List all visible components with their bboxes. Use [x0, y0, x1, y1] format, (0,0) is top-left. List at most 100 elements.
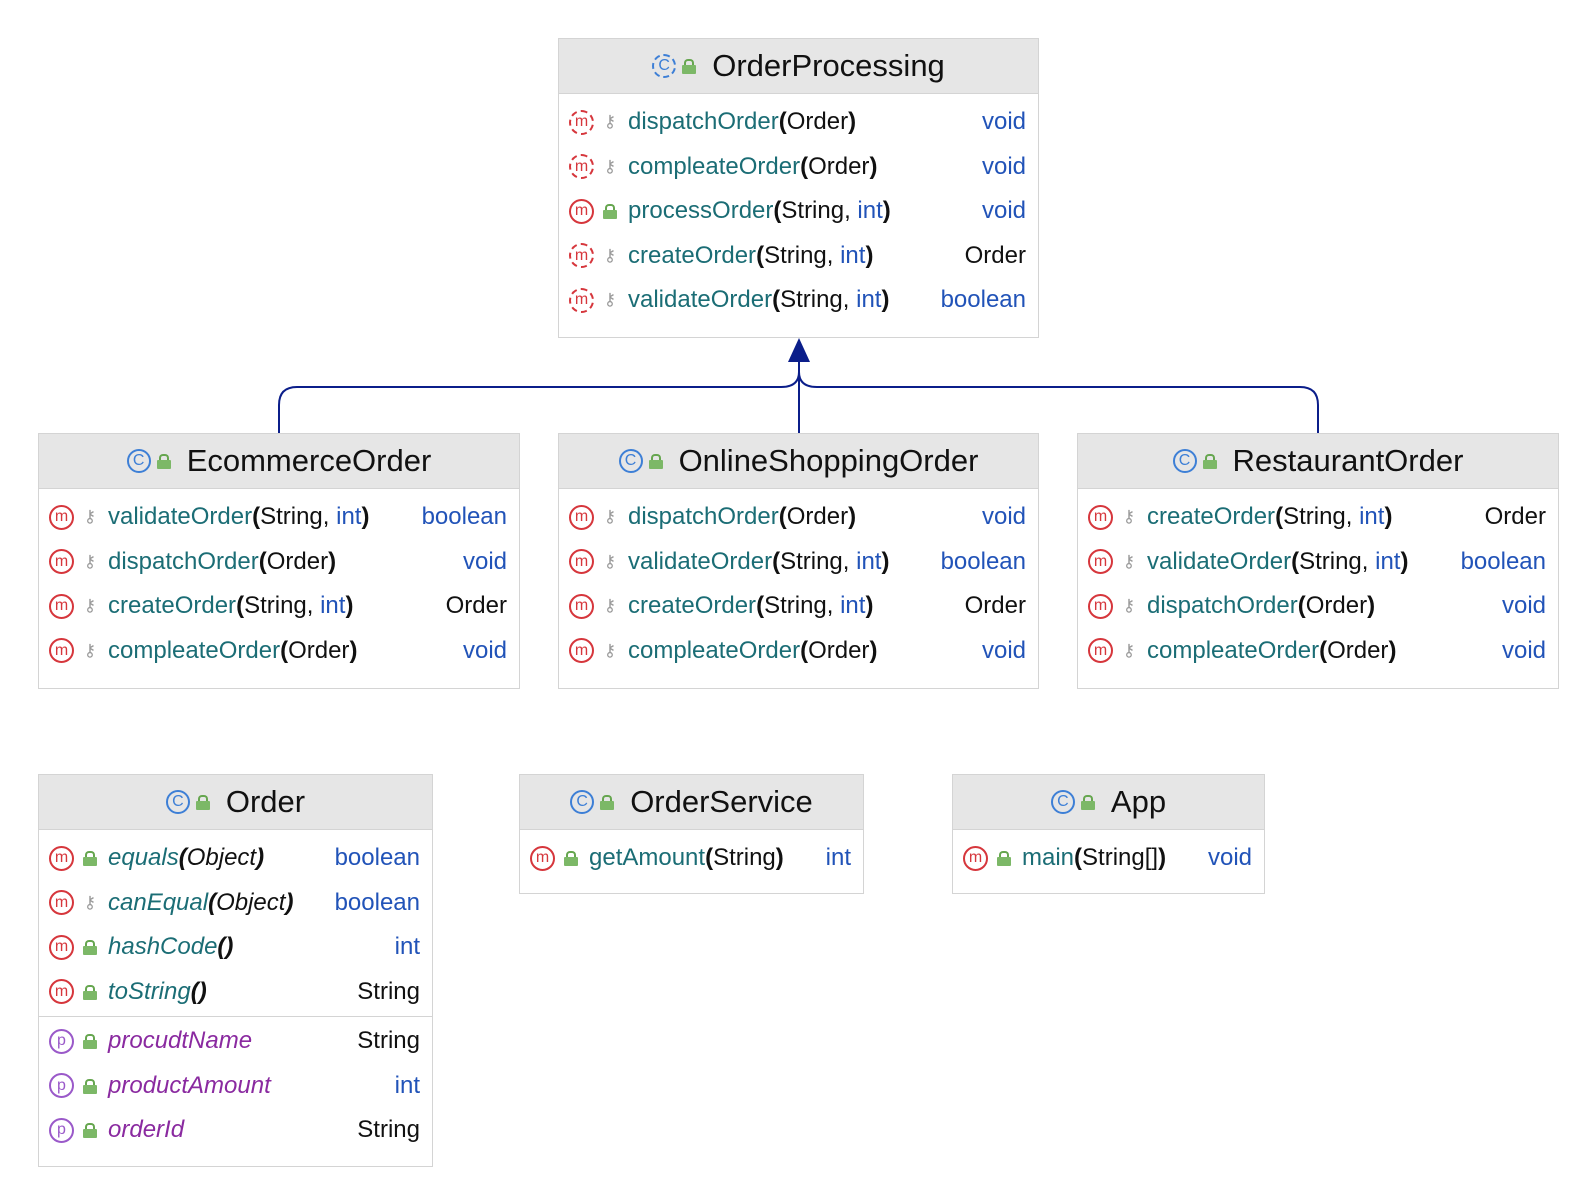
class-order[interactable]: C Order m equals(Object) boolean m ⚷ can…: [38, 774, 433, 1167]
method-name: createOrder: [628, 592, 757, 620]
class-name: Order: [225, 784, 306, 819]
method-row[interactable]: m ⚷ compleateOrder(Order) void: [559, 629, 1038, 674]
return-type: void: [981, 636, 1026, 664]
return-type: boolean: [421, 503, 507, 531]
method-name: equals: [108, 844, 179, 872]
method-params: Order: [288, 636, 350, 664]
method-row[interactable]: m ⚷ dispatchOrder(Order) void: [39, 540, 519, 585]
public-lock-icon: [1202, 454, 1217, 469]
method-row[interactable]: m ⚷ validateOrder(String, int) boolean: [39, 495, 519, 540]
method-icon: m: [1088, 549, 1113, 575]
method-params: Order: [786, 503, 849, 531]
abstract-class-icon: C: [652, 54, 677, 78]
return-type: void: [1501, 592, 1546, 620]
method-row[interactable]: m ⚷ dispatchOrder(Order) void: [559, 100, 1038, 145]
method-params: Order: [266, 547, 329, 575]
method-row[interactable]: m ⚷ dispatchOrder(Order) void: [1078, 584, 1558, 629]
method-params: Object: [186, 844, 257, 872]
method-icon: m: [49, 845, 74, 871]
method-name: validateOrder: [1147, 547, 1292, 575]
method-params: Order: [808, 636, 870, 664]
public-lock-icon: [564, 851, 578, 867]
public-lock-icon: [83, 1078, 97, 1094]
public-lock-icon: [156, 454, 171, 469]
method-row[interactable]: m ⚷ createOrder(String, int) Order: [39, 584, 519, 629]
method-row[interactable]: m equals(Object) boolean: [39, 836, 432, 881]
restaurant-inheritance-line: [798, 371, 1319, 433]
method-row[interactable]: m ⚷ compleateOrder(Order) void: [39, 629, 519, 674]
class-icon: C: [126, 449, 151, 473]
method-name: dispatchOrder: [1147, 592, 1298, 620]
class-app[interactable]: C App m main(String[]) void: [952, 774, 1265, 894]
methods-section: m ⚷ createOrder(String, int) Order m ⚷ v…: [1078, 489, 1558, 677]
method-row[interactable]: m ⚷ createOrder(String, int) Order: [559, 584, 1038, 629]
method-name: dispatchOrder: [628, 503, 779, 531]
method-name: dispatchOrder: [628, 108, 779, 136]
properties-section: p procudtName String p productAmount int…: [39, 1016, 432, 1157]
class-name: EcommerceOrder: [186, 443, 432, 478]
methods-section: m main(String[]) void: [953, 830, 1264, 885]
key-icon: ⚷: [83, 596, 97, 616]
method-row[interactable]: m getAmount(String) int: [520, 836, 863, 881]
class-name: OnlineShoppingOrder: [678, 443, 979, 478]
method-row[interactable]: m toString() String: [39, 970, 432, 1015]
class-name: OrderService: [630, 784, 813, 819]
method-row[interactable]: m ⚷ compleateOrder(Order) void: [1078, 629, 1558, 674]
method-row[interactable]: m ⚷ validateOrder(String, int) boolean: [559, 278, 1038, 323]
method-icon: m: [49, 504, 74, 530]
method-name: canEqual: [108, 888, 209, 916]
method-row[interactable]: m processOrder(String, int) void: [559, 189, 1038, 234]
method-icon: m: [569, 504, 594, 530]
key-icon: ⚷: [83, 892, 97, 912]
return-type: void: [462, 547, 507, 575]
methods-section: m getAmount(String) int: [520, 830, 863, 885]
method-row[interactable]: m ⚷ createOrder(String, int) Order: [1078, 495, 1558, 540]
method-icon: m: [49, 979, 74, 1005]
property-row[interactable]: p productAmount int: [39, 1064, 432, 1109]
class-order-service[interactable]: C OrderService m getAmount(String) int: [519, 774, 864, 894]
property-type: String: [357, 1027, 420, 1055]
abstract-method-icon: m: [569, 287, 594, 313]
key-icon: ⚷: [603, 596, 617, 616]
inheritance-arrowhead: [788, 338, 810, 362]
class-ecommerce-order[interactable]: C EcommerceOrder m ⚷ validateOrder(Strin…: [38, 433, 520, 689]
class-name: App: [1110, 784, 1167, 819]
key-icon: ⚷: [1122, 551, 1136, 571]
class-online-shopping-order[interactable]: C OnlineShoppingOrder m ⚷ dispatchOrder(…: [558, 433, 1039, 689]
class-header: C OrderService: [520, 775, 863, 830]
method-name: compleateOrder: [108, 636, 281, 664]
method-params: String: [713, 844, 776, 872]
method-icon: m: [49, 934, 74, 960]
class-restaurant-order[interactable]: C RestaurantOrder m ⚷ createOrder(String…: [1077, 433, 1559, 689]
return-type: Order: [445, 592, 507, 620]
method-row[interactable]: m ⚷ validateOrder(String, int) boolean: [559, 540, 1038, 585]
method-row[interactable]: m ⚷ validateOrder(String, int) boolean: [1078, 540, 1558, 585]
return-type: void: [462, 636, 507, 664]
return-type: void: [981, 503, 1026, 531]
class-header: C EcommerceOrder: [39, 434, 519, 489]
method-row[interactable]: m ⚷ dispatchOrder(Order) void: [559, 495, 1038, 540]
method-params: String[]: [1082, 844, 1159, 872]
return-type: Order: [1484, 503, 1546, 531]
key-icon: ⚷: [83, 551, 97, 571]
key-icon: ⚷: [1122, 640, 1136, 660]
method-row[interactable]: m ⚷ compleateOrder(Order) void: [559, 145, 1038, 190]
property-row[interactable]: p procudtName String: [39, 1019, 432, 1064]
key-icon: ⚷: [1122, 596, 1136, 616]
method-name: dispatchOrder: [108, 547, 259, 575]
method-icon: m: [1088, 504, 1113, 530]
method-row[interactable]: m main(String[]) void: [953, 836, 1264, 881]
method-params: String, int: [764, 241, 866, 269]
public-lock-icon: [83, 940, 97, 956]
property-row[interactable]: p orderId String: [39, 1108, 432, 1153]
method-icon: m: [49, 549, 74, 575]
method-row[interactable]: m ⚷ createOrder(String, int) Order: [559, 234, 1038, 279]
method-params: String, int: [764, 592, 866, 620]
method-row[interactable]: m hashCode() int: [39, 925, 432, 970]
return-type: int: [825, 844, 851, 872]
method-icon: m: [530, 845, 555, 871]
class-name: OrderProcessing: [712, 48, 945, 83]
class-order-processing[interactable]: C OrderProcessing m ⚷ dispatchOrder(Orde…: [558, 38, 1039, 338]
method-row[interactable]: m ⚷ canEqual(Object) boolean: [39, 881, 432, 926]
methods-section: m ⚷ validateOrder(String, int) boolean m…: [39, 489, 519, 677]
